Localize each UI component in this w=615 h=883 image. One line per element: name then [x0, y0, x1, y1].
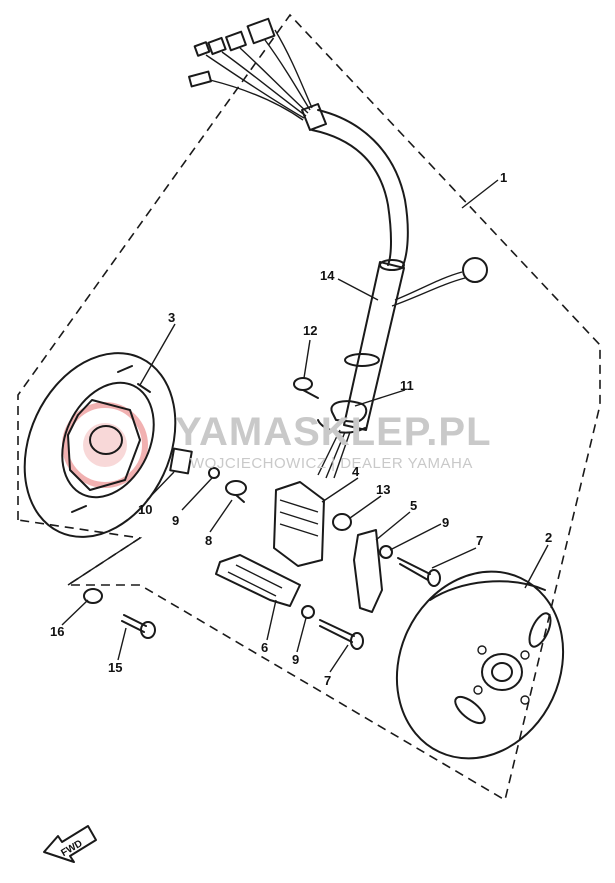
coil-6: [215, 554, 301, 607]
part-label-9a: 9: [172, 513, 179, 528]
part-label-3: 3: [168, 310, 175, 325]
part-label-6: 6: [261, 640, 268, 655]
washer-9b: [301, 605, 315, 619]
bolt-15: [121, 614, 156, 639]
part-label-2: 2: [545, 530, 552, 545]
part-label-11: 11: [400, 378, 414, 393]
washer-16: [83, 588, 103, 604]
stator-base-plate: [23, 352, 177, 538]
watermark-subline: WOJCIECHOWICZ | DEALER YAMAHA: [190, 455, 473, 472]
part-label-7b: 7: [324, 673, 331, 688]
part-label-1: 1: [500, 170, 507, 185]
part-label-14: 14: [320, 268, 335, 283]
bolt-8: [225, 480, 247, 503]
part-label-4: 4: [352, 464, 360, 479]
part-label-8: 8: [205, 533, 212, 548]
part-label-9c: 9: [292, 652, 299, 667]
assembly-boundary: [17, 13, 601, 802]
screw-7-lower: [319, 619, 364, 650]
flywheel-rotor: [395, 570, 565, 760]
leader-lines: [61, 179, 549, 673]
bracket-10: [169, 447, 193, 475]
watermark-brand: YAMASKLEP.PL: [175, 410, 492, 454]
part-label-7a: 7: [476, 533, 483, 548]
part-label-9b: 9: [442, 515, 449, 530]
part-label-13: 13: [376, 482, 390, 497]
part-label-15: 15: [108, 660, 122, 675]
screw-7-upper: [397, 557, 441, 587]
pickup-bracket-5: [353, 529, 383, 613]
part-label-12: 12: [303, 323, 317, 338]
wire-harness: [188, 17, 488, 479]
part-label-10: 10: [138, 502, 152, 517]
washer-9c: [379, 545, 393, 559]
coil-4: [273, 481, 325, 567]
forward-direction-arrow: FWD: [43, 825, 97, 863]
screw-12: [293, 377, 319, 399]
part-label-16: 16: [50, 624, 64, 639]
washer-9a: [208, 467, 220, 479]
spacer-13: [332, 513, 352, 531]
part-label-5: 5: [410, 498, 417, 513]
